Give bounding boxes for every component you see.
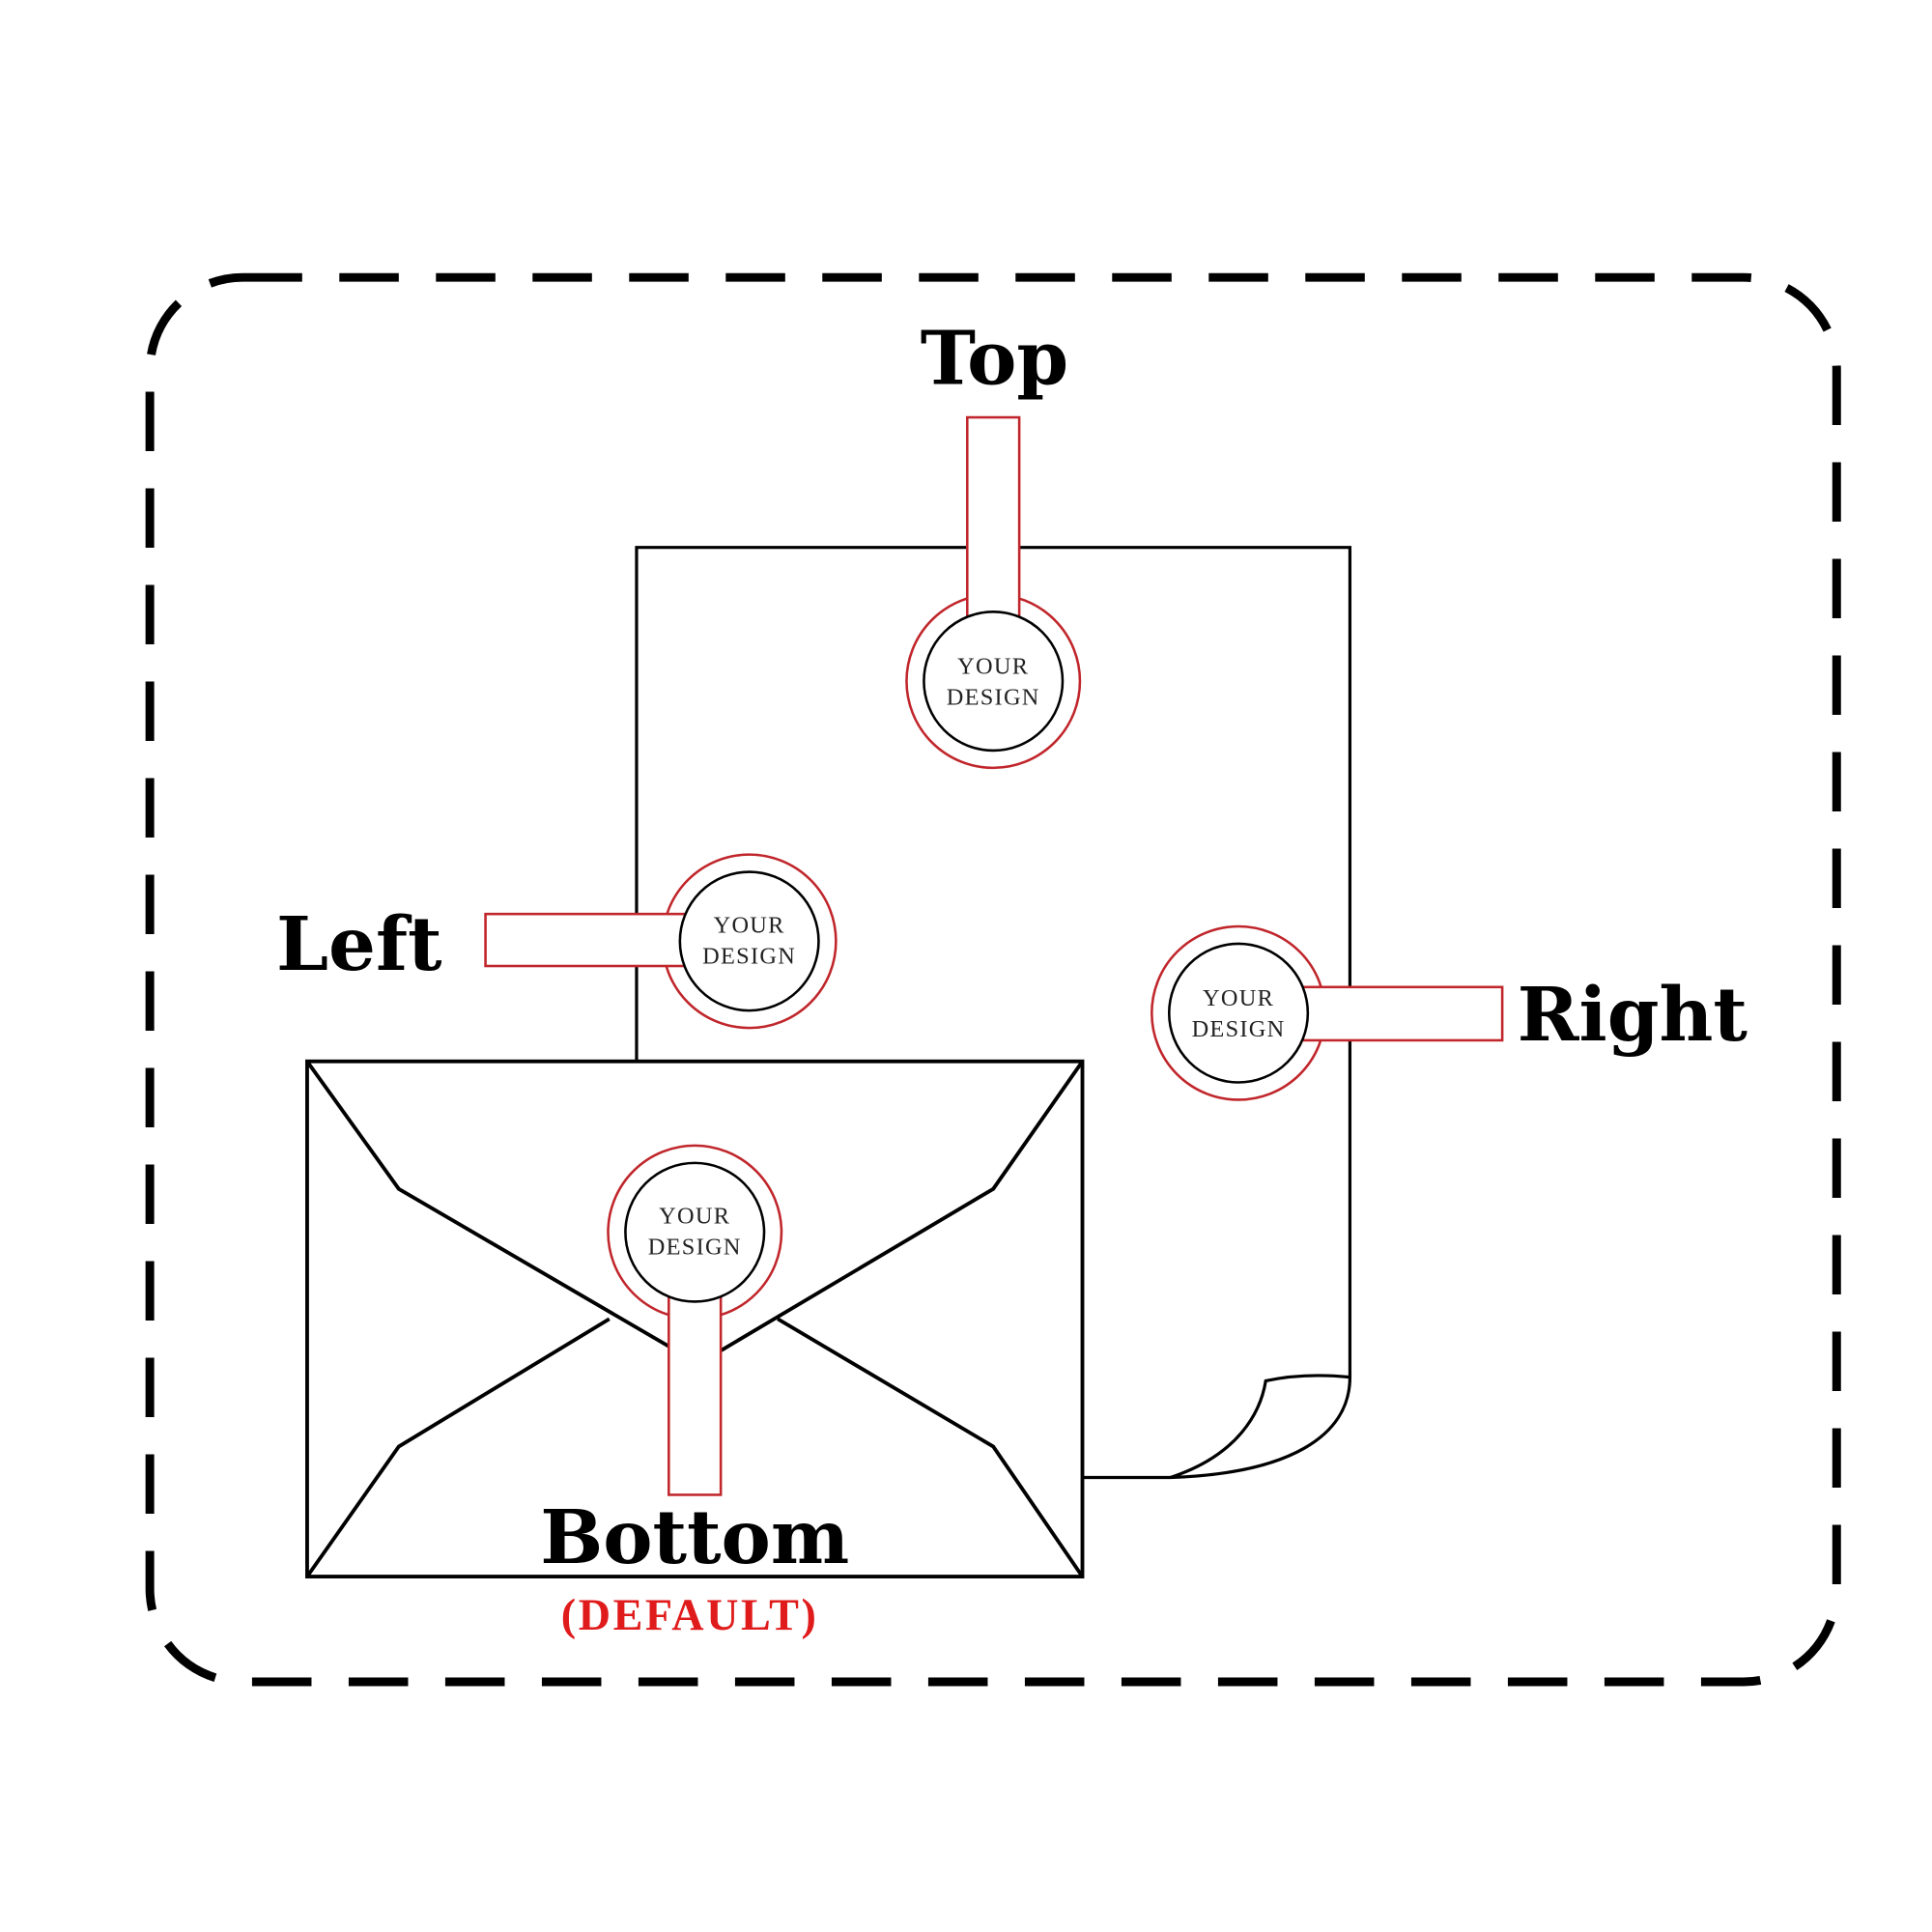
label-default: (DEFAULT) — [561, 1590, 819, 1639]
seal-top: YOUR DESIGN — [905, 415, 1082, 770]
page-curl — [1170, 1374, 1350, 1480]
seal-text-line2: DESIGN — [947, 684, 1040, 710]
seal-text-line1: YOUR — [659, 1204, 730, 1230]
seal-text-line1: YOUR — [1203, 985, 1274, 1011]
seal-text-line2: DESIGN — [648, 1235, 742, 1261]
label-bottom: Bottom — [540, 1494, 849, 1581]
label-left: Left — [276, 901, 442, 988]
seal-right: YOUR DESIGN — [1151, 924, 1504, 1101]
seal-text-line1: YOUR — [714, 912, 785, 938]
seal-text-line1: YOUR — [957, 653, 1029, 679]
seal-bottom: YOUR DESIGN — [607, 1144, 783, 1496]
seal-text-line2: DESIGN — [702, 943, 796, 969]
dashed-border — [145, 272, 1841, 1687]
label-top: Top — [921, 315, 1068, 402]
label-right: Right — [1518, 972, 1748, 1059]
letter-paper — [635, 546, 1352, 1480]
seal-left: YOUR DESIGN — [484, 853, 838, 1030]
seal-text-line2: DESIGN — [1192, 1016, 1286, 1042]
